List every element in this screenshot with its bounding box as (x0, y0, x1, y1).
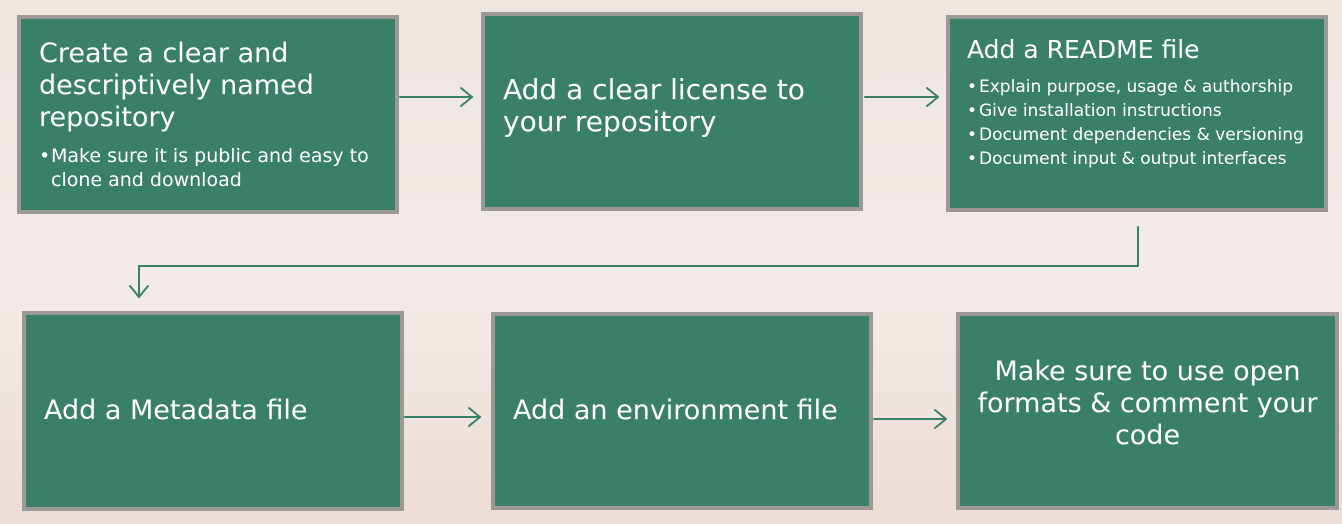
bullet-public: Make sure it is public and easy to clone… (39, 144, 381, 192)
step-open-formats: Make sure to use open formats & comment … (956, 312, 1339, 510)
bullet-purpose: Explain purpose, usage & authorship (967, 77, 1312, 98)
step-add-environment-title: Add an environment file (513, 395, 838, 426)
arrow-step2-to-step3 (864, 87, 939, 107)
arrow-step5-to-step6 (873, 409, 947, 429)
step-create-repository-title: Create a clear and descriptively named r… (39, 38, 314, 133)
step-add-environment: Add an environment file (491, 312, 873, 510)
step-add-metadata-title: Add a Metadata file (44, 395, 308, 426)
bullet-interfaces: Document input & output interfaces (967, 149, 1312, 170)
arrow-step1-to-step2 (399, 87, 473, 107)
bullet-installation: Give installation instructions (967, 101, 1312, 122)
arrow-step3-to-step4 (129, 226, 1139, 298)
step-add-readme-title: Add a README file (967, 35, 1200, 64)
step-create-repository-bullets: Make sure it is public and easy to clone… (39, 144, 381, 192)
step-open-formats-title: Make sure to use open formats & comment … (977, 356, 1318, 451)
step-add-license: Add a clear license to your repository (481, 12, 863, 211)
step-add-readme: Add a README file Explain purpose, usage… (946, 15, 1328, 212)
step-add-metadata: Add a Metadata file (22, 311, 404, 511)
step-add-license-title: Add a clear license to your repository (503, 72, 805, 138)
step-add-readme-bullets: Explain purpose, usage & authorship Give… (967, 77, 1312, 170)
step-create-repository: Create a clear and descriptively named r… (17, 15, 399, 214)
bullet-dependencies: Document dependencies & versioning (967, 125, 1312, 146)
arrow-step4-to-step5 (404, 407, 481, 427)
